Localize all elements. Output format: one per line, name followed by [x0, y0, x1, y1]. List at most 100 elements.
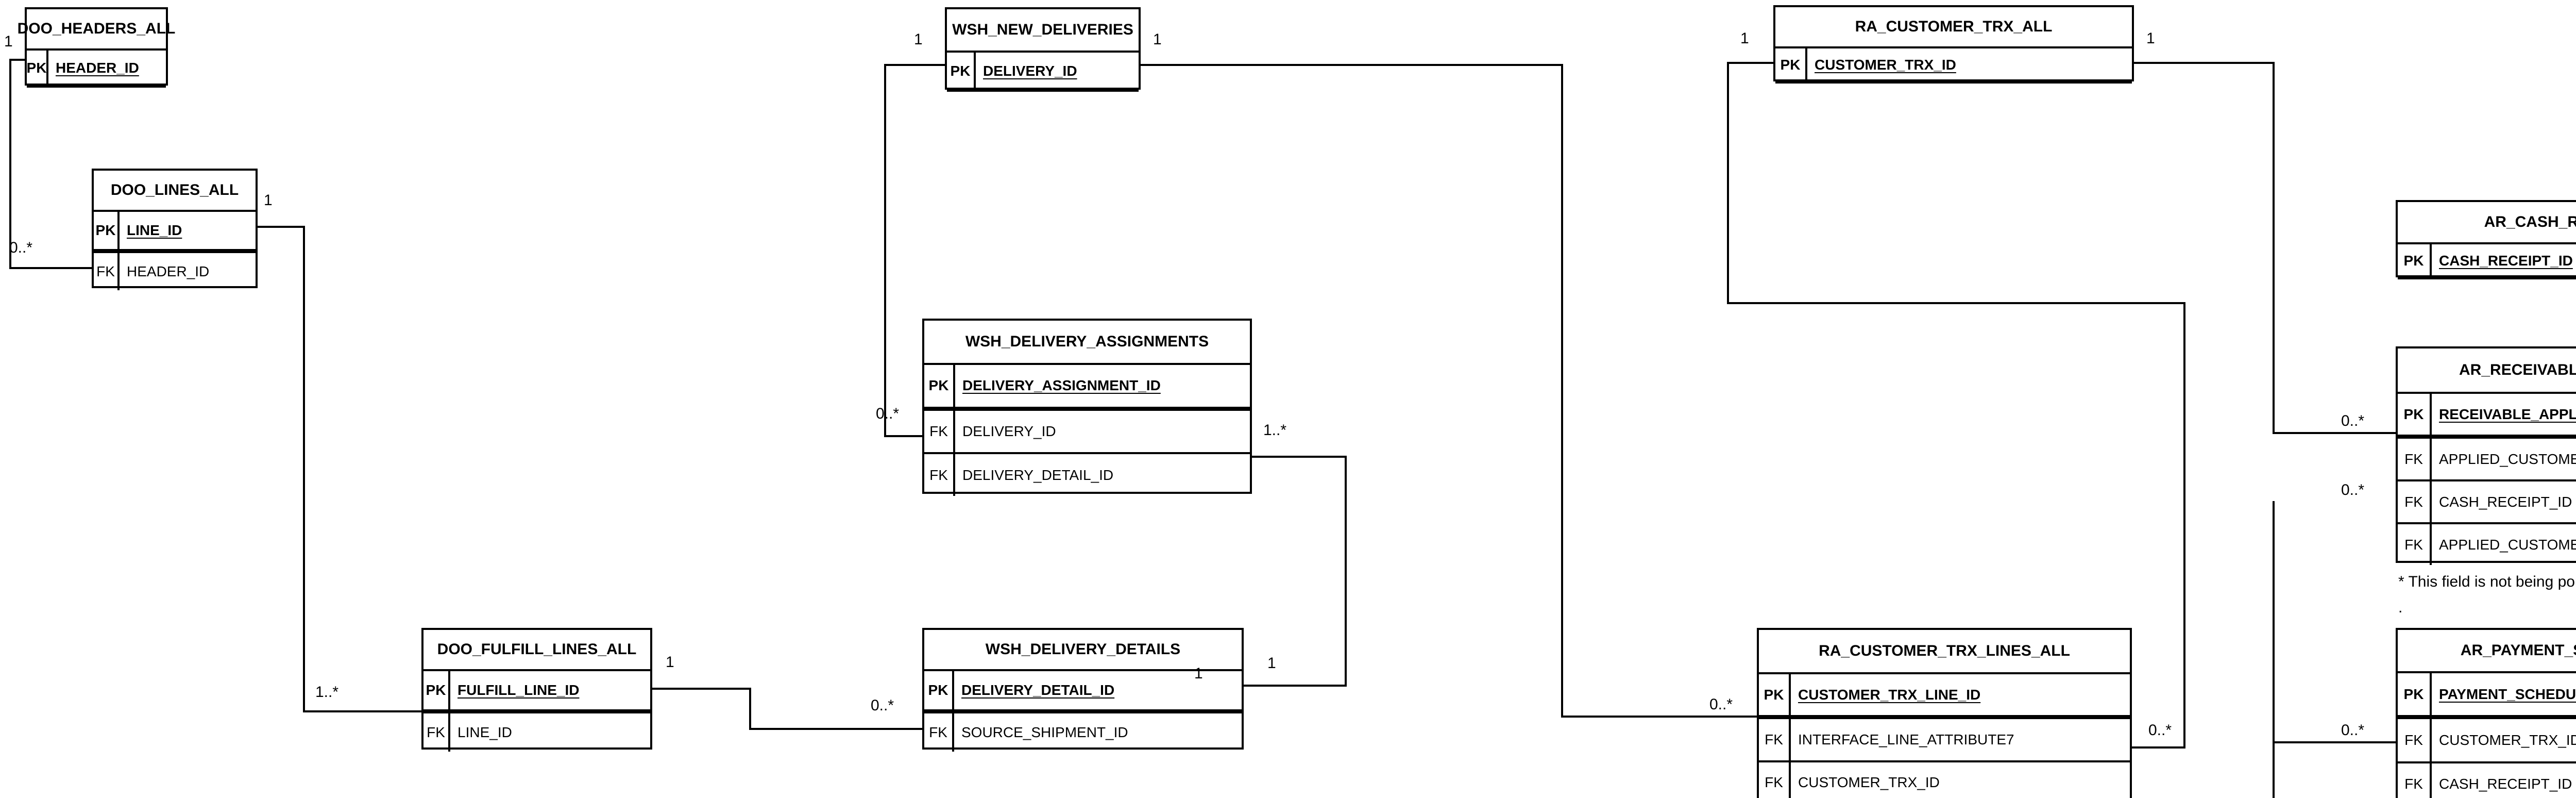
key-type-pk: PK	[2398, 394, 2432, 435]
relationship-line	[2134, 62, 2396, 434]
cardinality-label: 1	[1267, 655, 1276, 672]
key-type-fk: FK	[423, 713, 450, 752]
key-type-pk: PK	[94, 212, 120, 249]
attribute-row[interactable]: PK CUSTOMER_TRX_LINE_ID	[1759, 674, 2130, 718]
attribute-row[interactable]: FK SOURCE_SHIPMENT_ID	[924, 711, 1242, 752]
entity-attribute-list: PKRECEIVABLE_APPLICATION_IDFKAPPLIED_CUS…	[2398, 392, 2576, 565]
entity-title: DOO_FULFILL_LINES_ALL	[437, 641, 637, 658]
entity-title: DOO_LINES_ALL	[110, 181, 239, 198]
footnote-text: * This field is not being populated in O…	[2398, 573, 2576, 590]
attribute-name: CUSTOMER_TRX_LINE_ID	[1798, 686, 1981, 703]
attribute-name: FULFILL_LINE_ID	[457, 682, 580, 698]
attribute-name: CASH_RECEIPT_ID	[2439, 493, 2572, 510]
attribute-name: DELIVERY_DETAIL_ID	[961, 682, 1115, 698]
relationship-line	[9, 59, 92, 269]
cardinality-label: 1	[264, 192, 273, 209]
attribute-name: CUSTOMER_TRX_ID	[1815, 57, 1956, 73]
entity-title: WSH_NEW_DELIVERIES	[952, 21, 1133, 38]
attribute-row[interactable]: FK DELIVERY_ID	[924, 408, 1250, 453]
entity-title: RA_CUSTOMER_TRX_ALL	[1855, 18, 2053, 35]
attribute-name: DELIVERY_DETAIL_ID	[962, 467, 1114, 483]
attribute-row[interactable]: FK LINE_ID	[423, 711, 650, 752]
attribute-name: APPLIED_CUSTOMER_TRX_LINE_ID*	[2439, 536, 2576, 553]
key-type-fk: FK	[2398, 524, 2432, 565]
cardinality-label: 1	[4, 33, 13, 50]
attribute-name: LINE_ID	[127, 222, 182, 238]
attribute-name: SOURCE_SHIPMENT_ID	[961, 724, 1128, 740]
cardinality-label: 1..*	[1263, 422, 1287, 439]
attribute-name: LINE_ID	[457, 724, 512, 740]
relationship-line	[1244, 456, 1347, 687]
entity-title: DOO_HEADERS_ALL	[17, 20, 176, 37]
footnote-mark: .	[2398, 599, 2403, 616]
key-type-fk: FK	[2398, 439, 2432, 479]
attribute-row[interactable]: FK CASH_RECEIPT_ID	[2398, 761, 2576, 798]
key-type-fk: FK	[924, 410, 955, 453]
entity-title: AR_PAYMENT_SCHEDULES_ALL	[2460, 642, 2576, 659]
entity-title: AR_RECEIVABLE_APPLICATIONS_ALL	[2459, 361, 2576, 378]
attribute-row[interactable]: FK DELIVERY_DETAIL_ID	[924, 452, 1250, 496]
key-type-fk: FK	[2398, 763, 2432, 798]
entity-ar_receivable_applications_all[interactable]: AR_RECEIVABLE_APPLICATIONS_ALL PKRECEIVAB…	[2396, 346, 2576, 565]
key-type-fk: FK	[924, 454, 955, 496]
key-type-pk: PK	[924, 671, 954, 709]
attribute-name: CUSTOMER_TRX_ID	[1798, 774, 1940, 791]
attribute-name: APPLIED_CUSTOMER_TRX_ID	[2439, 451, 2576, 467]
attribute-name: DELIVERY_ID	[962, 423, 1056, 439]
entity-ra_customer_trx_lines_all[interactable]: RA_CUSTOMER_TRX_LINES_ALL PK CUSTOMER_TRX_…	[1757, 628, 2132, 798]
attribute-name: CASH_RECEIPT_ID	[2439, 776, 2572, 792]
key-type-pk: PK	[1759, 674, 1791, 716]
cardinality-label: 0..*	[2341, 481, 2365, 498]
key-type-fk: FK	[1759, 719, 1791, 760]
attribute-row[interactable]: FK APPLIED_CUSTOMER_TRX_ID	[2398, 437, 2576, 479]
attribute-name: CASH_RECEIPT_ID	[2439, 253, 2573, 269]
attribute-row[interactable]: FK APPLIED_CUSTOMER_TRX_LINE_ID*	[2398, 522, 2576, 565]
entity-title: RA_CUSTOMER_TRX_LINES_ALL	[1819, 642, 2070, 659]
entity-attribute-list: PK DELIVERY_DETAIL_ID FK SOURCE_SHIPMENT_ID	[924, 669, 1242, 752]
entity-ar_payment_schedules_all[interactable]: AR_PAYMENT_SCHEDULES_ALL PKPAYMENT_SCHEDU…	[2396, 628, 2576, 798]
attribute-row[interactable]: PK LINE_ID	[94, 212, 256, 251]
attribute-name: HEADER_ID	[56, 60, 139, 76]
key-type-pk: PK	[924, 365, 955, 407]
key-type-fk: FK	[924, 713, 954, 752]
entity-title: AR_CASH_RECEIPTS_ALL	[2484, 213, 2576, 230]
cardinality-label: 0..*	[9, 239, 33, 256]
attribute-row[interactable]: PK DELIVERY_DETAIL_ID	[924, 671, 1242, 711]
cardinality-label: 1	[2146, 30, 2155, 47]
cardinality-label: 0..*	[2341, 412, 2365, 429]
entity-title: WSH_DELIVERY_ASSIGNMENTS	[965, 333, 1209, 350]
entity-attribute-list: PKPAYMENT_SCHEDULE_IDFKCUSTOMER_TRX_IDFK…	[2398, 671, 2576, 798]
cardinality-label: 0..*	[2341, 722, 2365, 739]
cardinality-label: 0..*	[876, 405, 900, 422]
cardinality-label: 1	[1740, 30, 1749, 47]
